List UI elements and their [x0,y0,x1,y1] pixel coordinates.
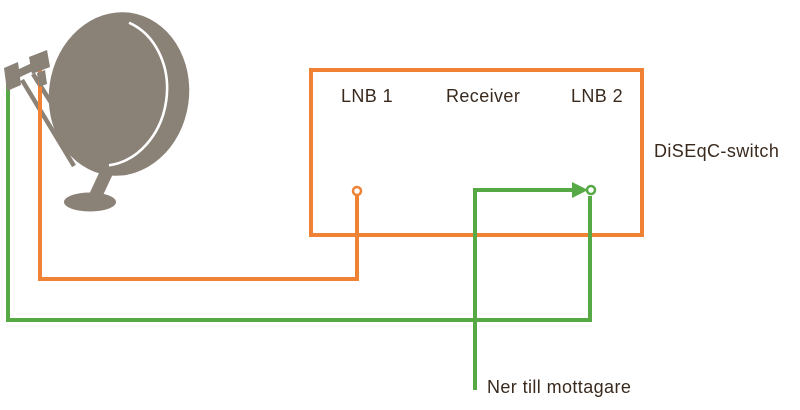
wire-green-receiver [473,188,573,390]
wire-green-lnb2 [6,82,592,322]
lnb-bracket [4,50,50,91]
dish-reflector [48,12,190,176]
connector-lnb2 [585,184,597,196]
connector-lnb1 [351,185,363,197]
wire-orange-lnb1 [38,64,359,281]
dish-rim-highlight [108,21,169,167]
label-lnb1: LNB 1 [341,86,394,106]
label-diseqc-switch: DiSEqC-switch [654,141,780,161]
label-down-to-receiver: Ner till mottagare [487,377,632,397]
label-lnb2: LNB 2 [571,86,624,106]
dish-foot [64,192,116,212]
label-receiver: Receiver [446,86,521,106]
arrow-head-icon [572,182,588,198]
satellite-dish-icon [20,12,190,212]
